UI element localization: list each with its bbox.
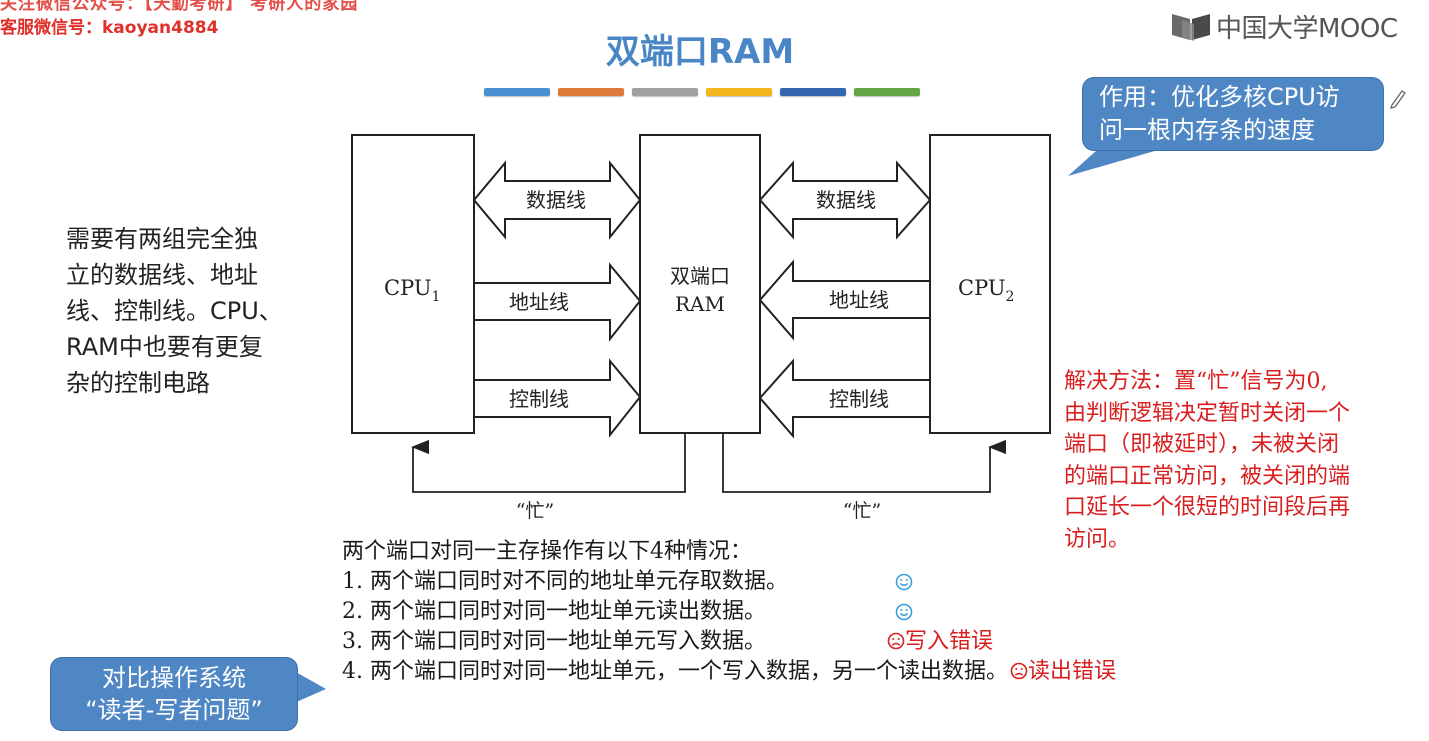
left-data-bus-arrow [472,160,642,240]
watermark: 关注微信公众号：【天勤考研】 考研人的家园 客服微信号：kaoyan4884 [0,0,372,42]
solution-note-line: 的端口正常访问，被关闭的端 [1064,463,1351,489]
cpu2-box [929,134,1051,434]
busy-line-right [722,433,1007,493]
left-note-line: 杂的控制电路 [66,369,210,397]
frown-icon [1010,662,1028,680]
right-address-bus-arrow [758,259,930,341]
case-text: 1. 两个端口同时对不同的地址单元存取数据。 [342,569,788,594]
color-bar-5 [780,88,846,96]
ram-box [639,134,761,434]
title-color-bars [484,88,920,96]
right-control-bus-arrow [758,358,930,439]
right-control-bus-label: 控制线 [829,387,889,411]
solution-note-line: 由判断逻辑决定暂时关闭一个 [1064,400,1351,426]
left-control-bus-label: 控制线 [509,387,569,411]
callout-compare-os: 对比操作系统 “读者-写者问题” [50,657,298,731]
left-note: 需要有两组完全独 立的数据线、地址 线、控制线。CPU、 RAM中也要有更复 杂… [66,221,316,401]
case-text: 3. 两个端口同时对同一地址单元写入数据。 [342,629,766,654]
callout-purpose: 作用：优化多核CPU访 问一根内存条的速度 [1082,77,1384,151]
cpu2-label: CPU2 [958,276,1014,305]
busy-signal-label-right: “忙” [843,500,881,522]
callout-purpose-line-1: 作用：优化多核CPU访 [1099,83,1340,111]
callout-compare-line-1: 对比操作系统 [102,664,246,692]
case-text: 2. 两个端口同时对同一地址单元读出数据。 [342,599,766,624]
case-item: 1. 两个端口同时对不同的地址单元存取数据。 [342,567,1116,597]
left-note-line: 立的数据线、地址 [66,261,258,289]
solution-note-line: 解决方法：置“忙”信号为0, [1064,369,1328,394]
watermark-line-1: 关注微信公众号：【天勤考研】 考研人的家园 [0,0,359,14]
solution-note-line: 访问。 [1064,526,1131,552]
left-note-line: RAM中也要有更复 [66,333,263,361]
mooc-logo: 中国大学MOOC [1170,8,1398,44]
left-data-bus-label: 数据线 [526,188,586,212]
cpu1-label: CPU1 [384,276,440,305]
solution-note: 解决方法：置“忙”信号为0, 由判断逻辑决定暂时关闭一个 端口（即被延时），未被… [1064,366,1424,555]
left-note-line: 线、控制线。CPU、 [66,297,283,325]
frown-icon [887,632,905,650]
case-verdict-text: 读出错误 [1028,659,1117,684]
slide-title: 双端口RAM [605,32,795,72]
case-verdict: 写入错误 [887,627,993,657]
left-control-bus-arrow [474,358,642,438]
case-item: 2. 两个端口同时对同一地址单元读出数据。 [342,597,1116,627]
callout-purpose-line-2: 问一根内存条的速度 [1099,116,1315,144]
smile-icon [895,603,913,621]
busy-signal-label-left: “忙” [516,500,554,522]
case-verdict-text: 写入错误 [905,629,994,654]
color-bar-6 [854,88,920,96]
pencil-icon[interactable] [1388,87,1408,109]
solution-note-line: 口延长一个很短的时间段后再 [1064,495,1351,520]
color-bar-1 [484,88,550,96]
watermark-line-2: 客服微信号：kaoyan4884 [0,18,219,38]
color-bar-2 [558,88,624,96]
right-data-bus-arrow [758,160,932,240]
busy-line-left [411,433,686,493]
smile-icon [895,573,913,591]
ram-label-line-1: 双端口 [670,264,730,288]
cpu1-box [351,134,475,434]
dual-port-ram-diagram: CPU1 CPU2 双端口 RAM 数据线 地址线 控制线 数据线 地址线 控制… [351,134,1051,522]
left-address-bus-label: 地址线 [509,290,569,314]
callout-compare-line-2: “读者-写者问题” [85,696,263,724]
ram-label-line-2: RAM [675,292,725,316]
solution-note-line: 端口（即被延时），未被关闭 [1064,432,1340,457]
color-bar-3 [632,88,698,96]
case-text: 4. 两个端口同时对同一地址单元，一个写入数据，另一个读出数据。 [342,659,1008,684]
color-bar-4 [706,88,772,96]
right-data-bus-label: 数据线 [816,188,876,212]
logo-text: 中国大学MOOC [1216,13,1398,44]
case-verdict: 读出错误 [1010,659,1116,684]
left-address-bus-arrow [474,262,642,342]
cases-list: 两个端口对同一主存操作有以下4种情况： 1. 两个端口同时对不同的地址单元存取数… [342,537,1116,687]
case-item: 3. 两个端口同时对同一地址单元写入数据。 写入错误 [342,627,1116,657]
right-address-bus-label: 地址线 [829,288,889,312]
case-item: 4. 两个端口同时对同一地址单元，一个写入数据，另一个读出数据。读出错误 [342,657,1116,687]
callout-bottom-tail [294,671,326,703]
cases-intro: 两个端口对同一主存操作有以下4种情况： [342,539,752,564]
open-book-icon [1172,14,1210,41]
left-note-line: 需要有两组完全独 [66,225,258,253]
